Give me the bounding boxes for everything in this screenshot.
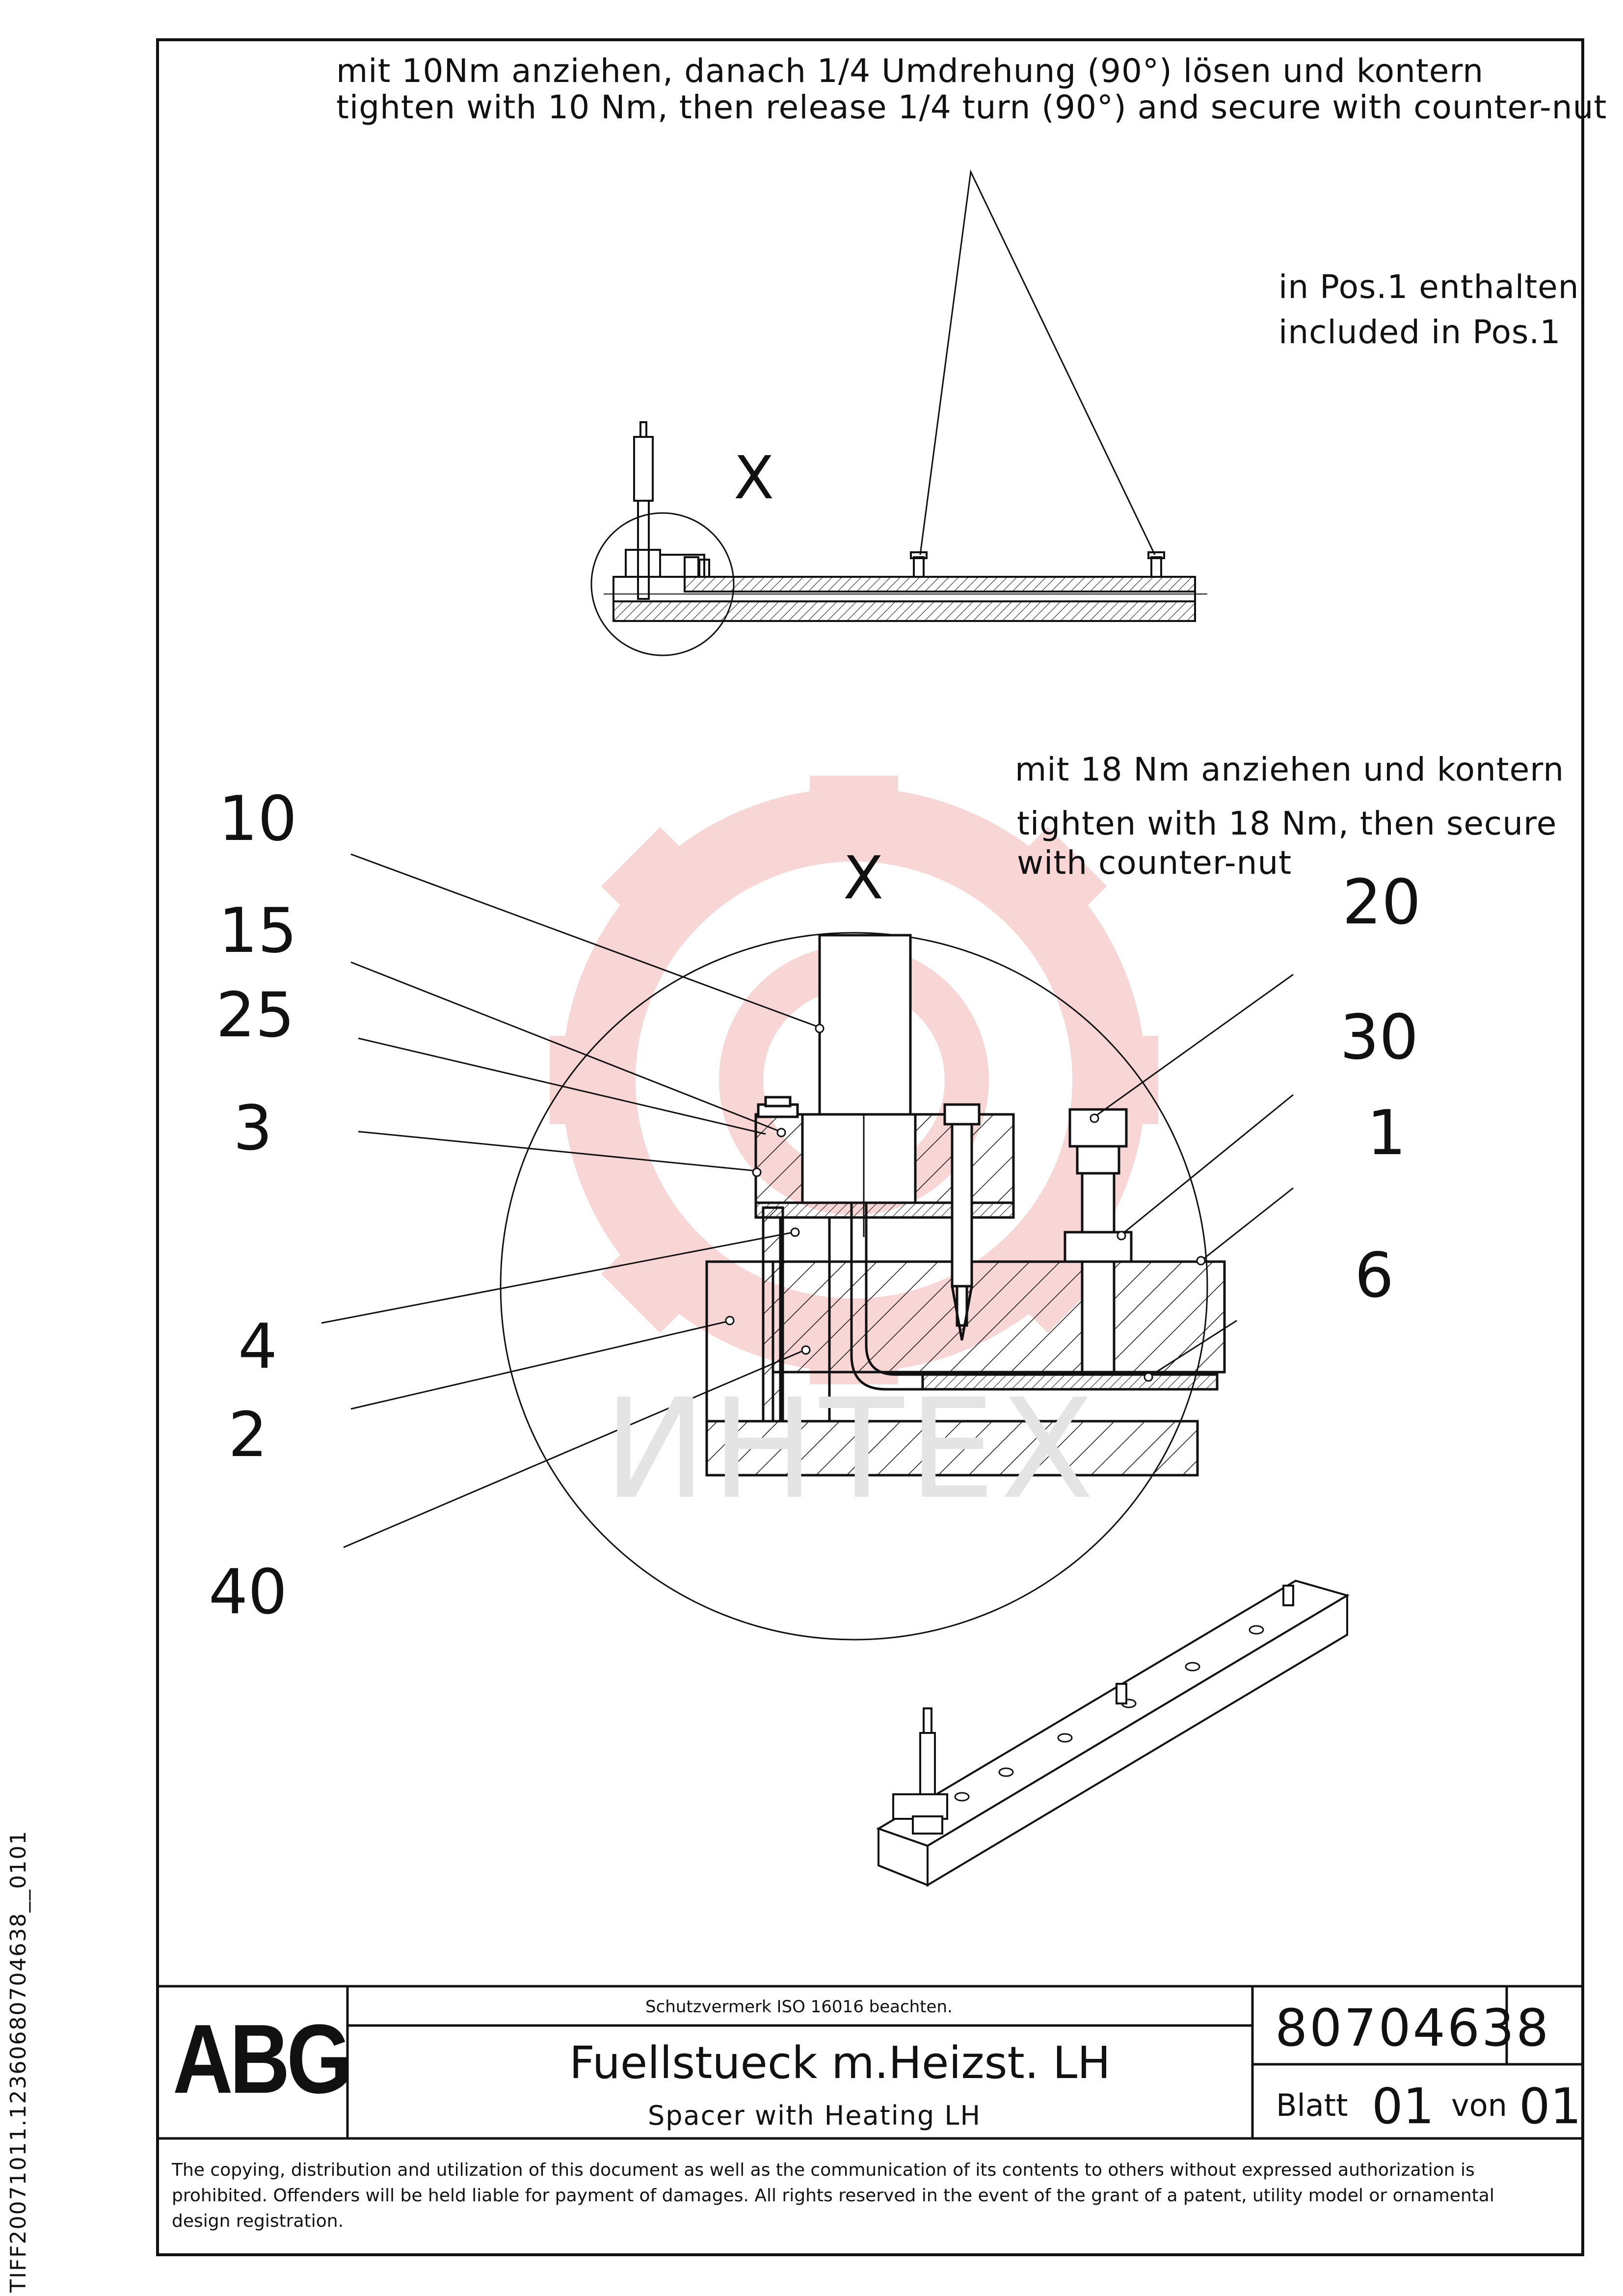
title-block-lines bbox=[156, 1985, 1584, 2140]
position-label-10: 10 bbox=[218, 783, 297, 855]
detail-view-x bbox=[500, 932, 1226, 1641]
note-detail-en-1: tighten with 18 Nm, then secure bbox=[1017, 805, 1557, 842]
drawing-title-en: Spacer with Heating LH bbox=[648, 2100, 982, 2131]
company-logo: ABG bbox=[173, 2004, 351, 2114]
note-leaders bbox=[919, 169, 1156, 555]
copyright-notice: The copying, distribution and utilizatio… bbox=[172, 2160, 1494, 2231]
position-label-20: 20 bbox=[1342, 866, 1421, 938]
protection-note: Schutzvermerk ISO 16016 beachten. bbox=[645, 1997, 953, 2017]
position-label-40: 40 bbox=[209, 1556, 288, 1628]
of-label: von bbox=[1451, 2087, 1507, 2123]
sheet-frame bbox=[156, 38, 1584, 2256]
position-label-1: 1 bbox=[1367, 1097, 1407, 1169]
position-label-2: 2 bbox=[228, 1399, 268, 1471]
drawing-number: 80704638 bbox=[1275, 1998, 1551, 2058]
note-included-de: in Pos.1 enthalten bbox=[1278, 268, 1579, 306]
position-label-6: 6 bbox=[1355, 1239, 1394, 1311]
detail-marker-detail: X bbox=[843, 844, 884, 913]
sheet-label: Blatt bbox=[1276, 2087, 1348, 2123]
note-top-de: mit 10Nm anziehen, danach 1/4 Umdrehung … bbox=[336, 52, 1484, 90]
position-label-4: 4 bbox=[238, 1310, 278, 1382]
note-included-en: included in Pos.1 bbox=[1278, 313, 1561, 351]
isometric-view bbox=[876, 1579, 1350, 1887]
position-label-3: 3 bbox=[233, 1092, 273, 1164]
position-label-30: 30 bbox=[1340, 1001, 1419, 1073]
note-detail-en-2: with counter-nut bbox=[1017, 844, 1292, 882]
overview-elevation bbox=[590, 421, 1207, 656]
note-top-en: tighten with 10 Nm, then release 1/4 tur… bbox=[336, 88, 1607, 126]
position-leaders bbox=[321, 853, 1294, 1548]
sheet-number: 01 bbox=[1372, 2078, 1435, 2135]
drawing-title-de: Fuellstueck m.Heizst. LH bbox=[569, 2037, 1111, 2089]
note-detail-de: mit 18 Nm anziehen und kontern bbox=[1015, 751, 1565, 788]
position-label-25: 25 bbox=[216, 979, 295, 1051]
file-code: TIFF20071011.12360680704638__0101 bbox=[6, 1830, 31, 2293]
total-sheets: 01 bbox=[1519, 2078, 1582, 2135]
watermark-text: ИНТЕХ bbox=[604, 1370, 1099, 1530]
position-label-15: 15 bbox=[218, 894, 297, 967]
detail-marker-overview: X bbox=[734, 444, 774, 513]
